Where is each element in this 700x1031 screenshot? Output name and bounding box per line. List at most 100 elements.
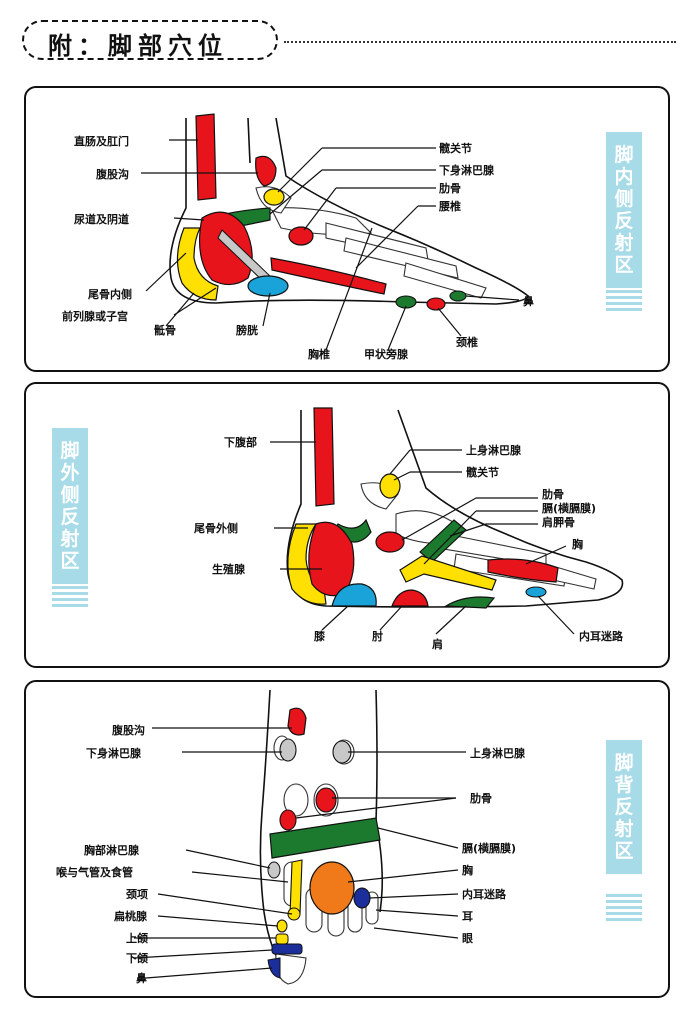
leader-lines bbox=[270, 441, 575, 635]
zone-hip bbox=[379, 473, 401, 499]
side-tag-dorsum: 脚背反射区 bbox=[606, 740, 642, 874]
label-rib: 肋骨 bbox=[542, 487, 564, 501]
section-title: 附：脚部穴位 bbox=[48, 32, 228, 60]
zone-hip bbox=[263, 188, 285, 206]
label-nose: 鼻 bbox=[136, 971, 147, 985]
label-chest-lymph: 胸部淋巴腺 bbox=[84, 843, 140, 857]
side-tag-outer-text: 脚外侧反射区 bbox=[60, 440, 80, 572]
label-diaphragm: 膈(横膈膜) bbox=[541, 501, 596, 515]
panel-foot-dorsum: 腹股沟 下身淋巴腺 胸部淋巴腺 喉与气管及食管 颈项 扁桃腺 上颌 下颌 鼻 上… bbox=[24, 680, 670, 998]
zone-groin bbox=[255, 155, 277, 187]
zone-coccyx-inner bbox=[176, 227, 219, 301]
label-hip: 髋关节 bbox=[439, 141, 472, 155]
side-tag-outer: 脚外侧反射区 bbox=[52, 428, 88, 584]
zone-groin bbox=[287, 707, 307, 736]
label-diaphragm: 膈(横膈膜) bbox=[461, 841, 516, 855]
label-rectum: 直肠及肛门 bbox=[74, 134, 129, 148]
label-bladder: 膀胱 bbox=[235, 323, 258, 337]
zone-rectum bbox=[195, 113, 217, 201]
label-chest: 胸 bbox=[572, 537, 583, 551]
zone-diaphragm bbox=[399, 555, 497, 591]
label-groin: 腹股沟 bbox=[96, 167, 129, 181]
zone-rib-right bbox=[315, 787, 337, 813]
foot-outline bbox=[169, 117, 529, 305]
label-cervical: 颈椎 bbox=[456, 335, 478, 349]
label-inner-ear: 内耳迷路 bbox=[462, 887, 507, 901]
zone-throat bbox=[289, 859, 303, 917]
label-rib: 肋骨 bbox=[470, 791, 492, 805]
label-upper-jaw: 上颌 bbox=[126, 931, 148, 945]
label-coccyx-inner: 尾骨内侧 bbox=[87, 287, 132, 301]
zone-elbow bbox=[391, 589, 429, 607]
side-tag-inner: 脚内侧反射区 bbox=[606, 132, 642, 288]
side-tag-dorsum-text: 脚背反射区 bbox=[614, 752, 634, 862]
panel-foot-inner-side: 直肠及肛门 腹股沟 尿道及阴道 尾骨内侧 前列腺或子宫 骶骨 膀胱 胸椎 甲状旁… bbox=[24, 86, 670, 372]
label-nose: 鼻 bbox=[523, 294, 534, 308]
label-inner-ear: 内耳迷路 bbox=[579, 629, 624, 643]
section-header: 附：脚部穴位 bbox=[22, 20, 278, 60]
label-ear: 耳 bbox=[462, 910, 473, 923]
zone-lower-jaw bbox=[271, 943, 303, 955]
foot-dorsum-diagram: 腹股沟 下身淋巴腺 胸部淋巴腺 喉与气管及食管 颈项 扁桃腺 上颌 下颌 鼻 上… bbox=[56, 689, 526, 985]
zone-lower-abdomen bbox=[313, 407, 335, 507]
zone-bladder bbox=[247, 275, 289, 297]
panel-foot-outer-side: 脚外侧反射区 bbox=[24, 382, 670, 668]
zone-nose bbox=[449, 290, 467, 302]
zone-rib bbox=[375, 531, 405, 553]
zone-inner-ear bbox=[525, 586, 547, 598]
label-knee: 膝 bbox=[314, 629, 326, 643]
ankle-outline bbox=[247, 117, 251, 164]
zone-tonsil bbox=[276, 919, 288, 933]
label-sacrum: 骶骨 bbox=[154, 323, 176, 337]
tag-bars-inner bbox=[606, 284, 642, 314]
header-dotted-rule bbox=[284, 41, 676, 43]
label-urethra: 尿道及阴道 bbox=[74, 212, 129, 226]
zone-diaphragm bbox=[269, 817, 381, 859]
zone-upper-jaw bbox=[275, 933, 289, 945]
label-lumbar: 腰椎 bbox=[438, 199, 461, 213]
zone-lower-lymph bbox=[279, 738, 297, 762]
foot-inner-diagram: 直肠及肛门 腹股沟 尿道及阴道 尾骨内侧 前列腺或子宫 骶骨 膀胱 胸椎 甲状旁… bbox=[62, 113, 534, 361]
foot-outer-diagram: 下腹部 尾骨外侧 生殖腺 膝 肘 肩 内耳迷路 上身淋巴腺 髋关节 肋骨 膈(横… bbox=[193, 407, 624, 651]
label-scapula: 肩胛骨 bbox=[542, 515, 575, 529]
zone-prostate bbox=[198, 211, 253, 286]
label-upper-lymph: 上身淋巴腺 bbox=[466, 443, 522, 457]
label-eye: 眼 bbox=[462, 932, 473, 945]
label-groin: 腹股沟 bbox=[112, 723, 145, 737]
leader-lines bbox=[133, 727, 466, 979]
label-hip: 髋关节 bbox=[466, 465, 499, 479]
zone-thoracic-lumbar bbox=[270, 257, 387, 295]
label-coccyx-outer: 尾骨外侧 bbox=[193, 521, 238, 535]
zone-inner-ear bbox=[353, 887, 371, 909]
leader-lines bbox=[141, 139, 520, 351]
label-neck: 颈项 bbox=[126, 888, 148, 901]
label-throat: 喉与气管及食管 bbox=[56, 865, 133, 879]
label-prostate: 前列腺或子宫 bbox=[62, 309, 128, 323]
zone-knee bbox=[331, 583, 377, 607]
side-tag-inner-text: 脚内侧反射区 bbox=[614, 144, 634, 276]
label-thoracic: 胸椎 bbox=[308, 347, 330, 361]
label-elbow: 肘 bbox=[372, 629, 383, 643]
zone-chest bbox=[487, 558, 559, 583]
label-upper-lymph: 上身淋巴腺 bbox=[470, 746, 526, 760]
zone-shoulder bbox=[443, 596, 496, 609]
label-chest: 胸 bbox=[462, 863, 473, 877]
zone-rib-left bbox=[279, 809, 297, 831]
label-parathyroid: 甲状旁腺 bbox=[364, 347, 409, 361]
label-lower-jaw: 下颌 bbox=[126, 951, 148, 965]
tag-bars-dorsum bbox=[606, 894, 642, 924]
label-lower-lymph: 下身淋巴腺 bbox=[439, 163, 495, 177]
label-shoulder: 肩 bbox=[432, 637, 443, 651]
zone-cervical bbox=[426, 297, 446, 311]
label-rib: 肋骨 bbox=[439, 181, 461, 195]
zone-nose bbox=[267, 957, 281, 979]
label-tonsil: 扁桃腺 bbox=[114, 909, 148, 923]
zone-parathyroid bbox=[395, 295, 417, 309]
label-gonad: 生殖腺 bbox=[212, 562, 246, 576]
zone-chest-lymph bbox=[267, 861, 281, 879]
zone-rib bbox=[288, 226, 314, 246]
label-lower-lymph: 下身淋巴腺 bbox=[86, 746, 142, 760]
label-lower-abdomen: 下腹部 bbox=[224, 435, 257, 449]
zone-chest bbox=[309, 861, 355, 915]
tag-bars-outer bbox=[52, 580, 88, 610]
